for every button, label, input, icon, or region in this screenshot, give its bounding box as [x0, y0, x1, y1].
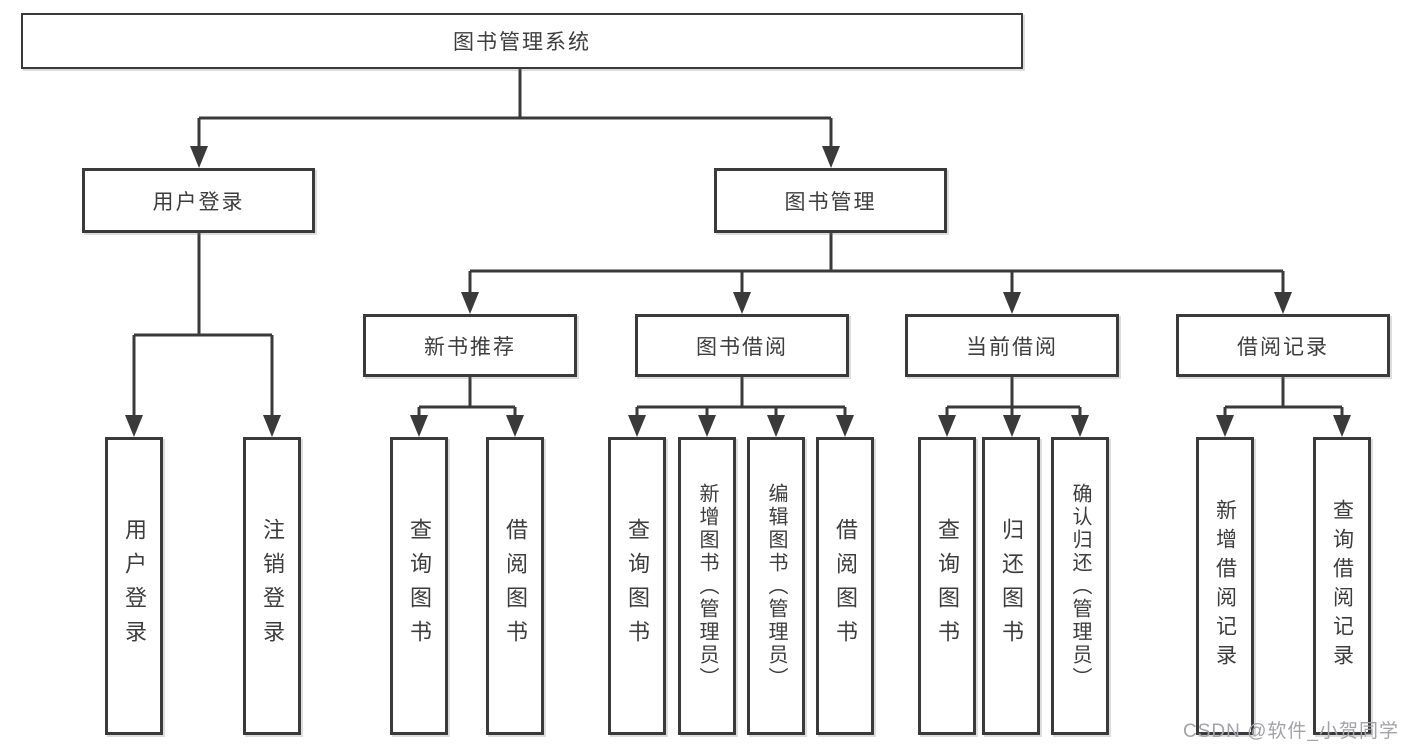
leaf-user-login-label: 用户登录: [122, 518, 147, 654]
node-current-borrow-label: 当前借阅: [966, 335, 1058, 359]
leaf-user-login: 用户登录: [105, 437, 163, 735]
leaf-br-add-record-label: 新增借阅记录: [1213, 499, 1237, 673]
node-current-borrow: 当前借阅: [905, 314, 1119, 377]
node-user-login-label: 用户登录: [152, 190, 245, 214]
node-book-management: 图书管理: [714, 168, 947, 233]
leaf-nbr-borrow-books: 借阅图书: [486, 437, 544, 735]
node-borrow-record: 借阅记录: [1176, 314, 1390, 377]
leaf-bb-edit-books-admin: 编辑图书（管理员）: [747, 437, 805, 735]
leaf-cb-confirm-return-admin: 确认归还（管理员）: [1051, 437, 1109, 735]
leaf-br-query-record: 查询借阅记录: [1313, 437, 1371, 735]
csdn-watermark: CSDN @软件_小贺同学: [1183, 721, 1399, 742]
leaf-cb-query-books: 查询图书: [918, 437, 976, 735]
leaf-cb-confirm-return-admin-label: 确认归还（管理员）: [1069, 482, 1091, 690]
leaf-logout: 注销登录: [243, 437, 301, 735]
node-library-system-label: 图书管理系统: [453, 31, 591, 54]
node-new-book-recommend-label: 新书推荐: [424, 335, 516, 359]
leaf-cb-return-books: 归还图书: [982, 437, 1040, 735]
leaf-bb-borrow-books: 借阅图书: [816, 437, 874, 735]
node-new-book-recommend: 新书推荐: [363, 314, 577, 377]
node-library-system: 图书管理系统: [21, 13, 1023, 69]
node-book-management-label: 图书管理: [784, 190, 877, 214]
leaf-bb-add-books-admin-label: 新增图书（管理员）: [696, 482, 718, 690]
leaf-nbr-borrow-books-label: 借阅图书: [503, 518, 528, 654]
node-book-borrow-label: 图书借阅: [696, 335, 788, 359]
leaf-bb-query-books-label: 查询图书: [625, 518, 650, 654]
node-borrow-record-label: 借阅记录: [1237, 335, 1329, 359]
leaf-cb-return-books-label: 归还图书: [999, 518, 1024, 654]
leaf-nbr-query-books-label: 查询图书: [407, 518, 432, 654]
leaf-bb-query-books: 查询图书: [608, 437, 666, 735]
leaf-bb-borrow-books-label: 借阅图书: [833, 518, 858, 654]
node-book-borrow: 图书借阅: [635, 314, 849, 377]
leaf-cb-query-books-label: 查询图书: [935, 518, 960, 654]
leaf-br-add-record: 新增借阅记录: [1196, 437, 1254, 735]
leaf-bb-add-books-admin: 新增图书（管理员）: [678, 437, 736, 735]
leaf-br-query-record-label: 查询借阅记录: [1330, 499, 1354, 673]
node-user-login: 用户登录: [82, 168, 315, 233]
leaf-nbr-query-books: 查询图书: [390, 437, 448, 735]
leaf-bb-edit-books-admin-label: 编辑图书（管理员）: [765, 482, 787, 690]
leaf-logout-label: 注销登录: [260, 518, 285, 654]
